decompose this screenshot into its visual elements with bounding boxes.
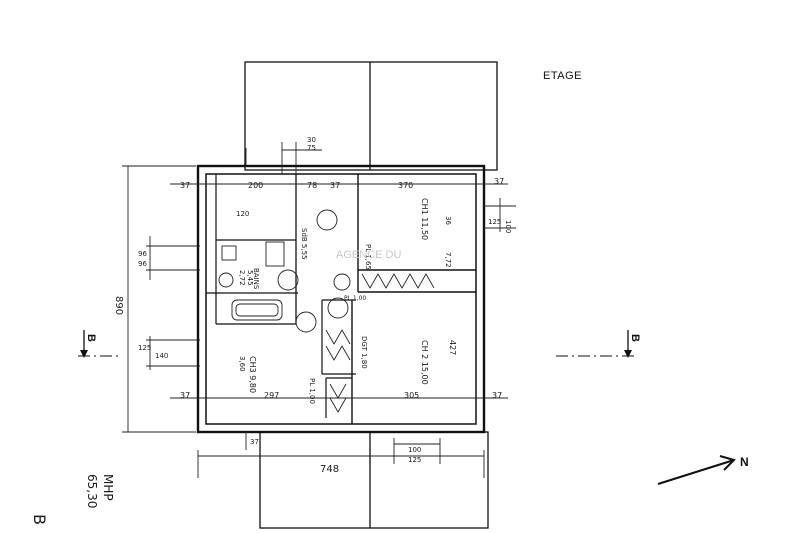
- note-line-3: B: [30, 514, 49, 525]
- dim-left-small-2: 96: [138, 260, 147, 268]
- closet-pl-2: PL 1,00: [308, 378, 316, 404]
- plan-title: ETAGE: [543, 70, 582, 82]
- closet-pl-1: PL 1,65: [364, 244, 372, 270]
- dim-left-height: 890: [113, 296, 124, 315]
- dim-top-overall: 30: [307, 136, 316, 144]
- section-line-left: [78, 330, 122, 358]
- dim-bottom-seg-1: 297: [264, 391, 279, 400]
- section-marker-left: B: [85, 334, 97, 342]
- north-label: N: [740, 455, 749, 469]
- dim-window-2: 125: [408, 456, 421, 464]
- room-ch2-dim: 427: [448, 340, 457, 355]
- bathtub: [231, 299, 283, 321]
- dim-left-small-3: 125: [138, 344, 151, 352]
- dim-right-1: 125: [488, 218, 501, 226]
- interior-partitions: [206, 174, 476, 424]
- dim-top-seg-4: 370: [398, 181, 413, 190]
- dim-bottom-low-offset: 37: [250, 438, 259, 446]
- watermark: AGENCE DU: [336, 249, 401, 261]
- dim-bottom-right-offset: 37: [492, 391, 502, 400]
- section-marker-right: B: [629, 334, 641, 342]
- dim-top-left-offset: 37: [180, 181, 190, 190]
- note-line-1: MHP: [101, 474, 115, 501]
- room-wc-area: 5,45: [246, 270, 254, 286]
- room-ch3: CH3 9,80: [248, 356, 257, 393]
- room-wc: BAINS: [252, 268, 260, 290]
- dim-left-small-4: 140: [155, 352, 168, 360]
- room-side-dim: 7,72: [444, 252, 452, 268]
- north-arrow-icon: [657, 455, 736, 485]
- dim-right-3: 36: [444, 216, 452, 225]
- dimension-lines: [122, 142, 516, 478]
- sink: [221, 241, 285, 267]
- dim-right-2: 100: [504, 220, 512, 233]
- dim-top-sub: 75: [307, 144, 316, 152]
- closet-pl-3: PL 1,00: [344, 295, 366, 302]
- dim-top-seg-3: 37: [330, 181, 340, 190]
- closet-hatching: [325, 273, 435, 413]
- room-ch3-dim: 3,60: [238, 356, 246, 372]
- room-ch1: CH1 11,50: [420, 198, 429, 240]
- room-ch2: CH 2 15,00: [420, 340, 429, 385]
- labels: 30 75 37 37 200 78 37 370 890 96 96 125 …: [30, 136, 749, 525]
- note-line-2: 65,30: [85, 474, 99, 508]
- dim-window-1: 100: [408, 446, 421, 454]
- dim-left-small-1: 96: [138, 250, 147, 258]
- dim-bottom-seg-2: 305: [404, 391, 419, 400]
- dim-top-right-offset: 37: [494, 177, 504, 186]
- roof-outline: [244, 61, 498, 529]
- room-bath-area: 2,72: [238, 270, 246, 286]
- room-bath: SdB 5,55: [300, 228, 308, 260]
- room-dgt: DGT 1,80: [360, 336, 368, 369]
- door-swings: [218, 209, 351, 333]
- dim-bottom-left-offset: 37: [180, 391, 190, 400]
- dim-top-seg-2: 78: [307, 181, 317, 190]
- dim-left-small-5: 120: [236, 210, 249, 218]
- exterior-walls: [196, 164, 486, 434]
- section-line-right: [556, 330, 634, 358]
- dim-top-seg-1: 200: [248, 181, 263, 190]
- dim-bottom-overall: 748: [320, 464, 339, 475]
